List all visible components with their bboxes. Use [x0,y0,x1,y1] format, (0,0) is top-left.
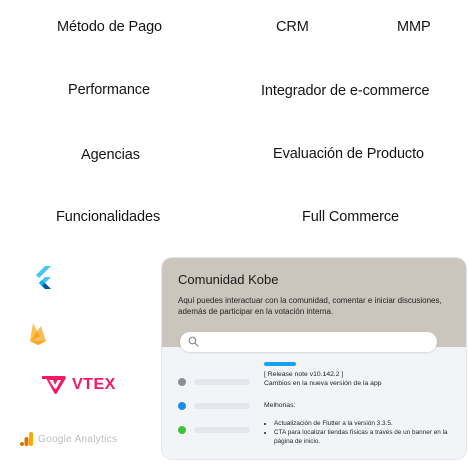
community-search-input[interactable] [180,332,437,352]
improvements-label: Melhorias: [264,402,296,409]
category-funcionalidades[interactable]: Funcionalidades [56,209,161,225]
list-item-placeholder[interactable] [194,379,250,385]
release-accent-bar [264,362,296,366]
category-evaluacion-producto[interactable]: Evaluación de Producto [273,146,424,162]
analytics-icon [20,432,33,446]
release-subtitle: Cambios en la nueva versión de la app [264,380,382,387]
release-title: [ Release note v10.142.2 ] [264,371,344,378]
release-bullet: CTA para localizar tiendas físicas a tra… [274,429,449,446]
category-full-commerce[interactable]: Full Commerce [302,209,399,225]
category-metodo-de-pago[interactable]: Método de Pago [57,19,163,35]
list-dot-blue [178,402,186,410]
flutter-icon [34,266,54,295]
community-title: Comunidad Kobe [178,272,279,287]
community-description: Aquí puedes interactuar con la comunidad… [178,296,442,316]
list-item-placeholder[interactable] [194,427,250,433]
category-agencias[interactable]: Agencias [81,147,140,163]
release-bullet: Actualización de Flutter a la versión 3.… [274,420,449,428]
category-performance[interactable]: Performance [68,82,150,98]
search-icon [188,336,199,347]
firebase-icon [29,322,47,351]
list-item-placeholder[interactable] [194,403,250,409]
category-crm[interactable]: CRM [276,19,309,35]
list-dot-green [178,426,186,434]
community-card: Comunidad Kobe Aquí puedes interactuar c… [162,258,466,459]
vtex-wordmark: VTEX [72,376,116,393]
vtex-logo: VTEX [40,376,116,394]
release-bullets: Actualización de Flutter a la versión 3.… [266,420,449,447]
list-dot-gray [178,378,186,386]
category-integrador-ecommerce[interactable]: Integrador de e-commerce [261,83,430,99]
vtex-mark-icon [42,376,66,394]
google-analytics-logo: Google Analytics [20,432,117,446]
analytics-wordmark: Google Analytics [38,433,118,445]
category-mmp[interactable]: MMP [397,19,431,35]
